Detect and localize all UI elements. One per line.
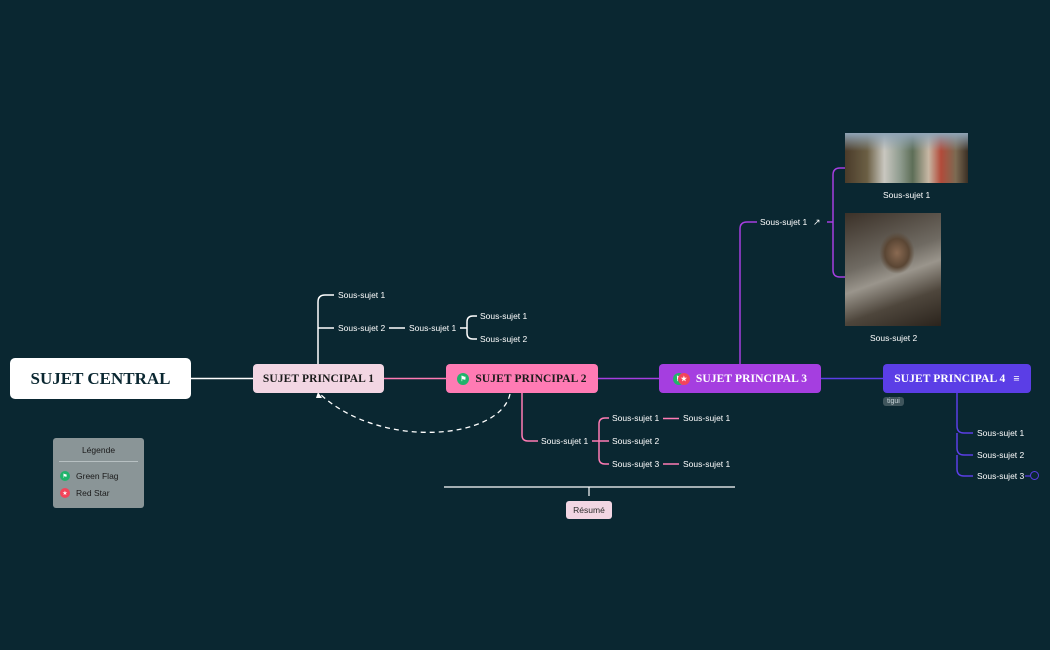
main-topic-1-label: SUJET PRINCIPAL 1: [262, 372, 375, 385]
summary-topic[interactable]: Résumé: [566, 501, 612, 519]
main-topic-1[interactable]: SUJET PRINCIPAL 1: [253, 364, 384, 393]
subtopic[interactable]: Sous-sujet 3: [977, 471, 1025, 481]
subtopic[interactable]: Sous-sujet 1: [977, 428, 1025, 438]
subtopic-image-caption[interactable]: Sous-sujet 1: [883, 190, 931, 200]
subtopic[interactable]: Sous-sujet 1: [541, 436, 589, 446]
subtopic[interactable]: Sous-sujet 1: [612, 413, 660, 423]
image-painting-2[interactable]: [845, 213, 941, 326]
subtopic[interactable]: Sous-sujet 1: [409, 323, 457, 333]
legend-title: Légende: [81, 445, 116, 455]
central-topic[interactable]: SUJET CENTRAL: [10, 358, 191, 399]
legend-item-label: Green Flag: [76, 471, 119, 481]
subtopic[interactable]: Sous-sujet 2: [338, 323, 386, 333]
subtopic[interactable]: Sous-sujet 3: [612, 459, 660, 469]
main-topic-3[interactable]: ⚑ ★ SUJET PRINCIPAL 3: [659, 364, 821, 393]
green-flag-icon: ⚑: [60, 471, 70, 481]
subtopic[interactable]: Sous-sujet 2: [480, 334, 528, 344]
topic-label-tag[interactable]: tigui: [883, 397, 904, 406]
subtopic[interactable]: Sous-sujet 2: [977, 450, 1025, 460]
subtopic[interactable]: Sous-sujet 1: [760, 217, 808, 227]
subtopic-image-caption[interactable]: Sous-sujet 2: [870, 333, 918, 343]
subtopic[interactable]: Sous-sujet 1: [480, 311, 528, 321]
subtopic[interactable]: Sous-sujet 1: [683, 413, 731, 423]
legend-panel[interactable]: Légende ⚑ Green Flag ★ Red Star: [53, 438, 144, 508]
subtopic[interactable]: Sous-sujet 1: [683, 459, 731, 469]
image-painting-1[interactable]: [845, 133, 968, 183]
legend-item-label: Red Star: [76, 488, 110, 498]
subtopic[interactable]: Sous-sujet 2: [612, 436, 660, 446]
main-topic-4[interactable]: SUJET PRINCIPAL 4 ≡: [883, 364, 1031, 393]
collapse-toggle[interactable]: [1030, 471, 1039, 480]
legend-divider: [59, 461, 138, 462]
legend-item: ★ Red Star: [60, 488, 110, 498]
main-topic-2[interactable]: ⚑ SUJET PRINCIPAL 2: [446, 364, 598, 393]
red-star-icon: ★: [60, 488, 70, 498]
subtopic[interactable]: Sous-sujet 1: [338, 290, 386, 300]
legend-item: ⚑ Green Flag: [60, 471, 119, 481]
green-flag-icon[interactable]: ⚑: [457, 372, 470, 385]
main-topic-4-label: SUJET PRINCIPAL 4: [894, 372, 1006, 385]
external-link-icon[interactable]: ↗: [813, 217, 821, 227]
notes-icon[interactable]: ≡: [1013, 372, 1020, 385]
central-topic-label: SUJET CENTRAL: [30, 368, 171, 388]
main-topic-3-label: SUJET PRINCIPAL 3: [695, 372, 808, 385]
main-topic-2-label: SUJET PRINCIPAL 2: [475, 372, 587, 385]
red-star-icon[interactable]: ★: [677, 372, 690, 385]
summary-label: Résumé: [573, 505, 605, 515]
